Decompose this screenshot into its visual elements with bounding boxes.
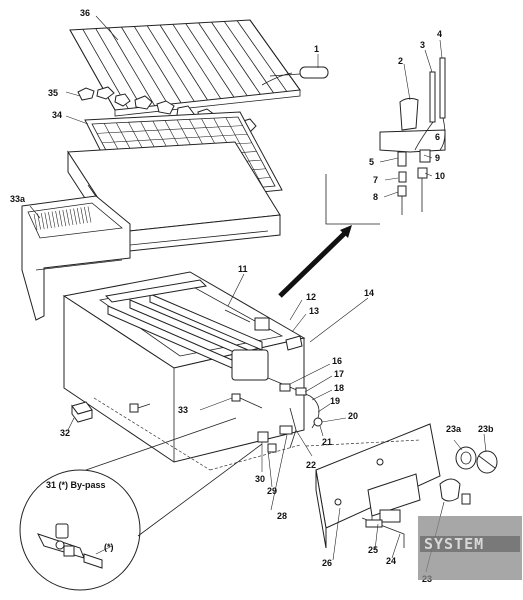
vent-slot <box>33 213 38 231</box>
grate-bar <box>159 24 208 101</box>
callout-17: 17 <box>334 369 344 379</box>
vent-slot <box>69 208 74 226</box>
grill-grate <box>69 19 301 117</box>
callout-20: 20 <box>348 411 358 421</box>
callout-3: 3 <box>420 40 425 50</box>
mesh-line <box>96 125 243 134</box>
callout-36: 36 <box>80 8 90 18</box>
callout-7: 7 <box>373 175 378 185</box>
detail-arrow <box>278 225 352 298</box>
callout-25: 25 <box>368 545 378 555</box>
grate-bar <box>211 21 261 95</box>
callout-10: 10 <box>435 171 445 181</box>
bypass-marker: (*) <box>104 542 114 552</box>
grate-bar <box>198 22 248 96</box>
callout-34: 34 <box>52 110 62 120</box>
callout-23b: 23b <box>478 424 494 434</box>
callout-11: 11 <box>238 264 248 274</box>
vent-slot <box>66 209 70 226</box>
vent-slot <box>58 210 63 227</box>
callout-30: 30 <box>255 474 265 484</box>
callout-26: 26 <box>322 558 332 568</box>
system-watermark-logo: SYSTEM <box>418 516 522 580</box>
gas-fittings <box>231 377 323 453</box>
grate-bar <box>223 21 274 94</box>
callout-18: 18 <box>334 383 344 393</box>
small-fitting <box>129 403 151 413</box>
small-block-part <box>71 401 93 423</box>
callout-24: 24 <box>386 556 396 566</box>
mesh-line <box>101 133 248 144</box>
callout-23a: 23a <box>446 424 462 434</box>
callout-labels: 36 1 2 3 4 5 6 7 8 9 10 11 12 13 14 16 1… <box>10 8 494 584</box>
vent-slot <box>44 212 49 229</box>
grate-bar <box>133 26 182 104</box>
control-knobs <box>439 446 498 505</box>
callout-2: 2 <box>398 56 403 66</box>
callout-28: 28 <box>277 511 287 521</box>
grate-bar <box>95 28 142 108</box>
callout-12: 12 <box>306 292 316 302</box>
callout-6: 6 <box>435 132 440 142</box>
vent-slot <box>40 212 45 230</box>
callout-16: 16 <box>332 356 342 366</box>
callout-35: 35 <box>48 88 58 98</box>
grate-bar <box>121 26 169 105</box>
burners <box>104 279 303 381</box>
vent-slot <box>62 209 67 227</box>
vent-slot <box>48 211 52 229</box>
callout-29: 29 <box>267 486 277 496</box>
bypass-label: 31 (*) By-pass <box>46 480 106 490</box>
callout-22: 22 <box>306 460 316 470</box>
callout-14: 14 <box>364 288 374 298</box>
leader-lines <box>29 15 487 573</box>
gas-valve-assembly <box>379 57 446 215</box>
vent-slot <box>73 208 77 225</box>
callout-33a: 33a <box>10 194 26 204</box>
callout-8: 8 <box>373 192 378 202</box>
detail-frame <box>325 174 380 225</box>
vent-slot <box>80 207 85 224</box>
callout-13: 13 <box>309 306 319 316</box>
grate-bar <box>185 23 235 98</box>
grate-bar <box>146 25 195 102</box>
grate-bar <box>172 24 222 99</box>
vent-slot <box>51 211 56 228</box>
callout-1: 1 <box>314 44 319 54</box>
callout-4: 4 <box>437 29 442 39</box>
callout-5: 5 <box>369 157 374 167</box>
grate-bar <box>236 20 288 92</box>
vent-slot <box>87 206 92 223</box>
grate-handle <box>269 66 329 79</box>
callout-32: 32 <box>60 428 70 438</box>
callout-21: 21 <box>322 437 332 447</box>
vent-slot <box>76 207 81 225</box>
grate-bar <box>108 27 155 106</box>
vent-slot <box>55 210 59 228</box>
vent-slot <box>84 206 88 224</box>
svg-text:SYSTEM: SYSTEM <box>424 535 484 553</box>
callout-9: 9 <box>435 153 440 163</box>
bypass-detail <box>19 417 263 591</box>
callout-19: 19 <box>330 396 340 406</box>
callout-33: 33 <box>178 405 188 415</box>
side-panel <box>21 195 131 321</box>
control-panel <box>305 423 441 549</box>
